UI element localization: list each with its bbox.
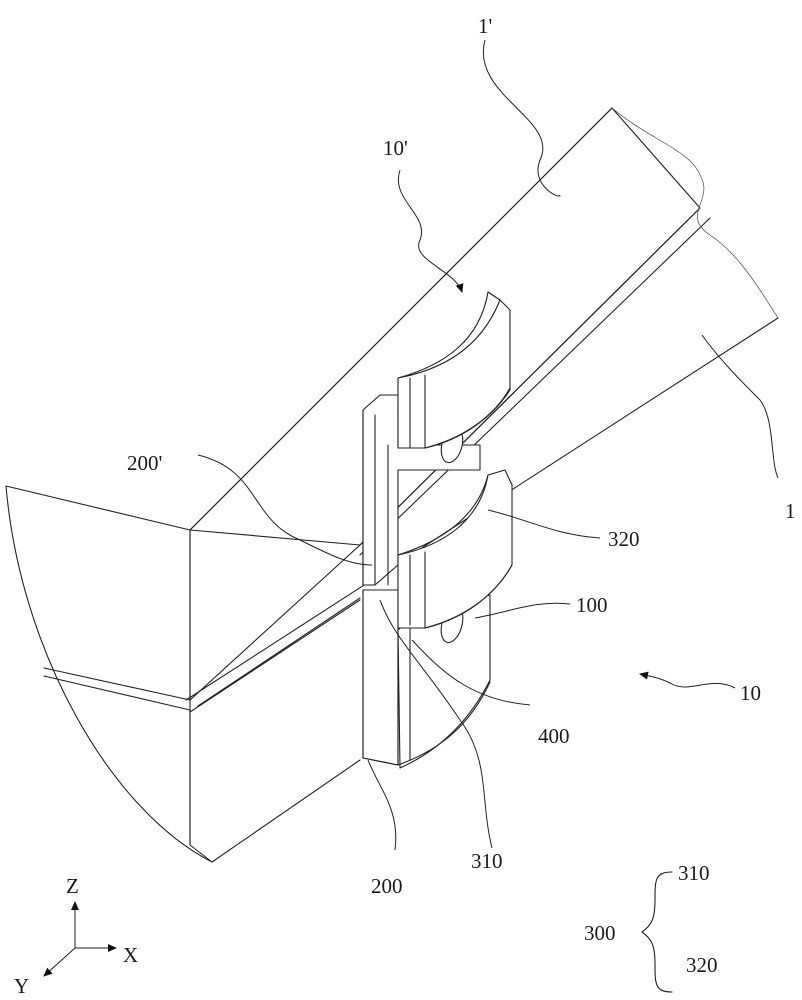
label-part-100: 100 xyxy=(576,593,608,617)
leader-lines xyxy=(197,39,779,851)
label-group-item-310: 310 xyxy=(678,861,710,885)
lower-latch-body xyxy=(362,589,491,769)
axis-triad: Z X Y xyxy=(14,874,138,998)
label-part-310: 310 xyxy=(471,849,503,873)
middle-curved-tab xyxy=(397,469,513,629)
rail-bar xyxy=(5,107,779,863)
axis-y-label: Y xyxy=(14,974,29,998)
label-group-300: 300 xyxy=(584,921,616,945)
label-part-400: 400 xyxy=(538,724,570,748)
label-part-320: 320 xyxy=(608,527,640,551)
label-group-item-320: 320 xyxy=(686,953,718,977)
axis-x-label: X xyxy=(123,943,138,967)
part-labels: 1' 10' 200' 1 320 100 10 400 310 200 xyxy=(127,14,796,898)
group-300-bracket: 300 310 320 xyxy=(584,861,718,993)
upper-curved-tab xyxy=(397,291,511,449)
label-rail-lower: 1 xyxy=(785,499,796,523)
label-assembly-upper: 10' xyxy=(383,136,408,160)
label-guide-upper: 200' xyxy=(127,451,162,475)
axis-z-label: Z xyxy=(66,874,79,898)
label-assembly-lower: 10 xyxy=(740,681,761,705)
label-guide-lower: 200 xyxy=(371,874,403,898)
label-rail-upper: 1' xyxy=(478,14,492,38)
